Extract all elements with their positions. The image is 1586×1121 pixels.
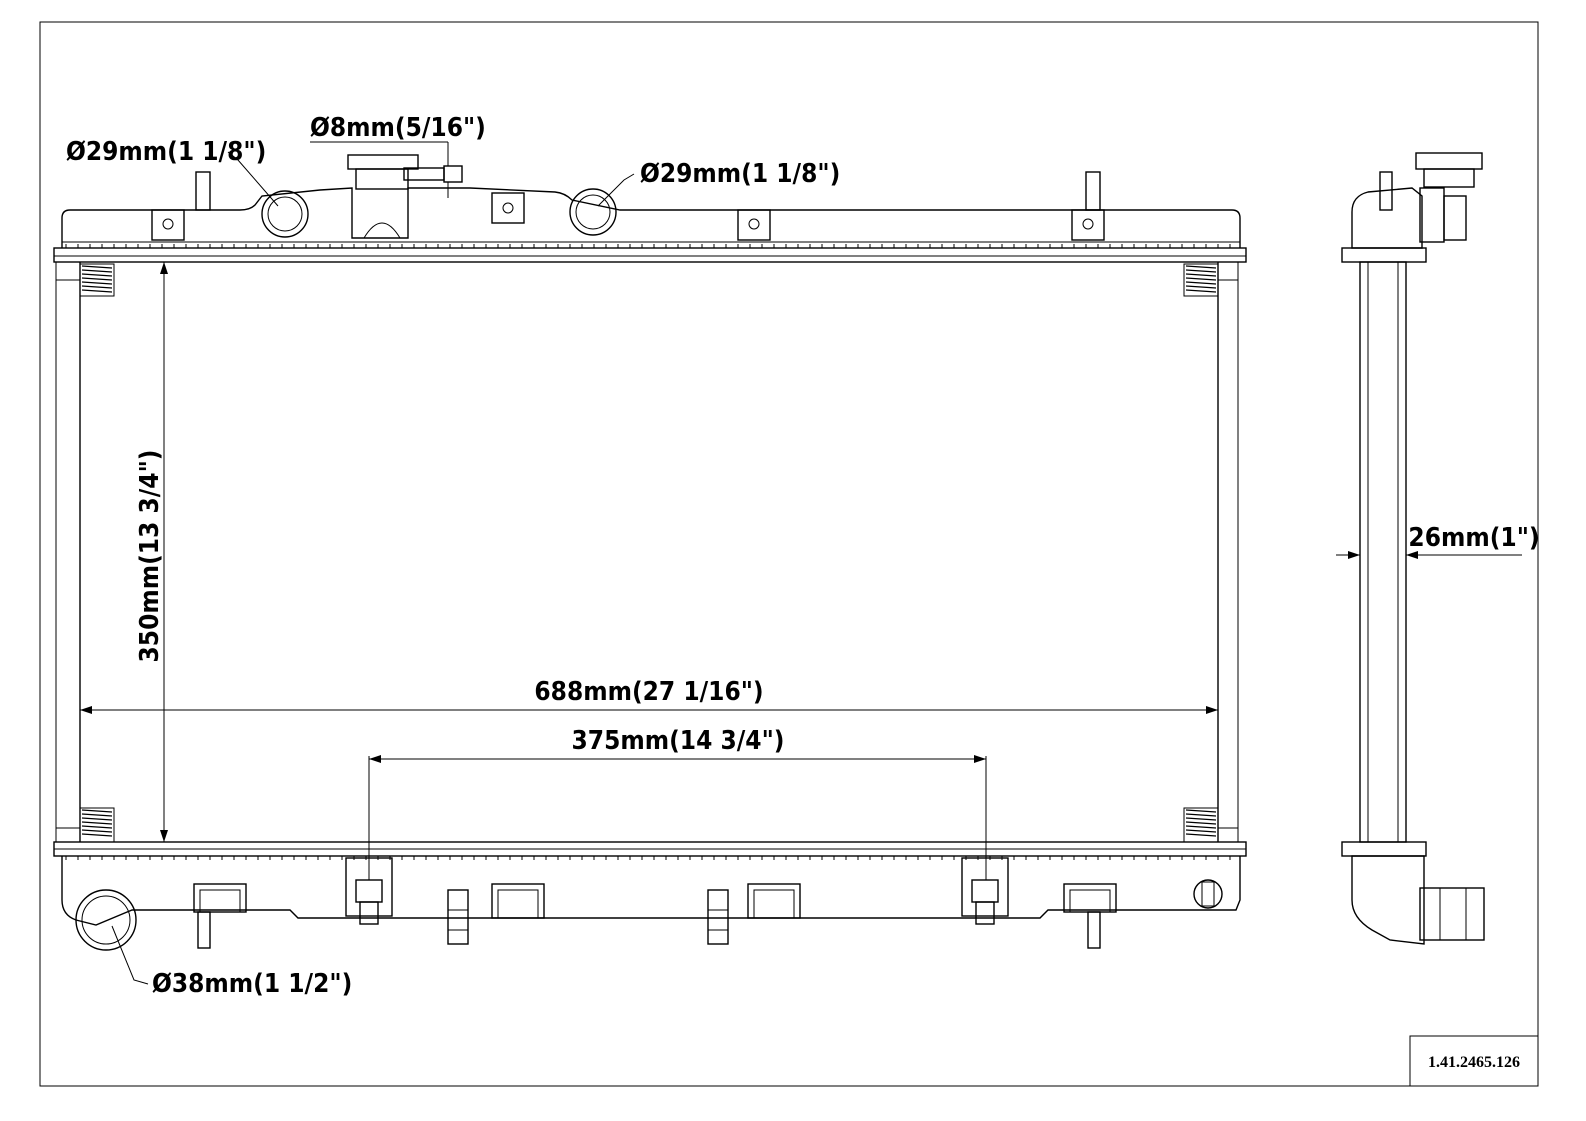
coil-spring-bottom-left xyxy=(79,807,115,843)
top-tank xyxy=(53,154,1247,263)
coil-spring-top-left xyxy=(79,263,115,297)
dim-overflow-nipple: Ø8mm(5/16") xyxy=(310,113,486,198)
label-core-width: 688mm(27 1/16") xyxy=(534,677,763,707)
dim-core-thickness: 26mm(1") xyxy=(1336,523,1540,559)
radiator-core xyxy=(55,262,1239,843)
label-outlet: Ø38mm(1 1/2") xyxy=(152,969,352,999)
label-top-left-inlet: Ø29mm(1 1/8") xyxy=(66,137,266,167)
coil-spring-bottom-right xyxy=(1183,807,1219,843)
title-block: 1.41.2465.126 xyxy=(1409,1035,1539,1087)
front-view: 350mm(13 3/4") 688mm(27 1/16") 375mm(14 … xyxy=(53,113,1247,999)
label-mount-spacing: 375mm(14 3/4") xyxy=(572,726,785,756)
part-number: 1.41.2465.126 xyxy=(1428,1054,1520,1071)
dim-mount-spacing: 375mm(14 3/4") xyxy=(368,726,987,880)
dim-core-width: 688mm(27 1/16") xyxy=(80,677,1218,714)
coil-spring-top-right xyxy=(1183,263,1219,297)
side-view: 26mm(1") xyxy=(1336,152,1540,945)
label-core-height: 350mm(13 3/4") xyxy=(135,450,165,663)
bottom-tank xyxy=(53,841,1247,951)
label-core-thickness: 26mm(1") xyxy=(1408,523,1539,553)
label-overflow-nipple: Ø8mm(5/16") xyxy=(310,113,486,143)
dim-core-height: 350mm(13 3/4") xyxy=(135,262,168,842)
drawing-border xyxy=(39,21,1539,1087)
label-top-right-inlet: Ø29mm(1 1/8") xyxy=(640,159,840,189)
dim-outlet: Ø38mm(1 1/2") xyxy=(111,925,352,999)
dim-top-left-inlet: Ø29mm(1 1/8") xyxy=(66,137,279,207)
dim-top-right-inlet: Ø29mm(1 1/8") xyxy=(597,159,840,207)
